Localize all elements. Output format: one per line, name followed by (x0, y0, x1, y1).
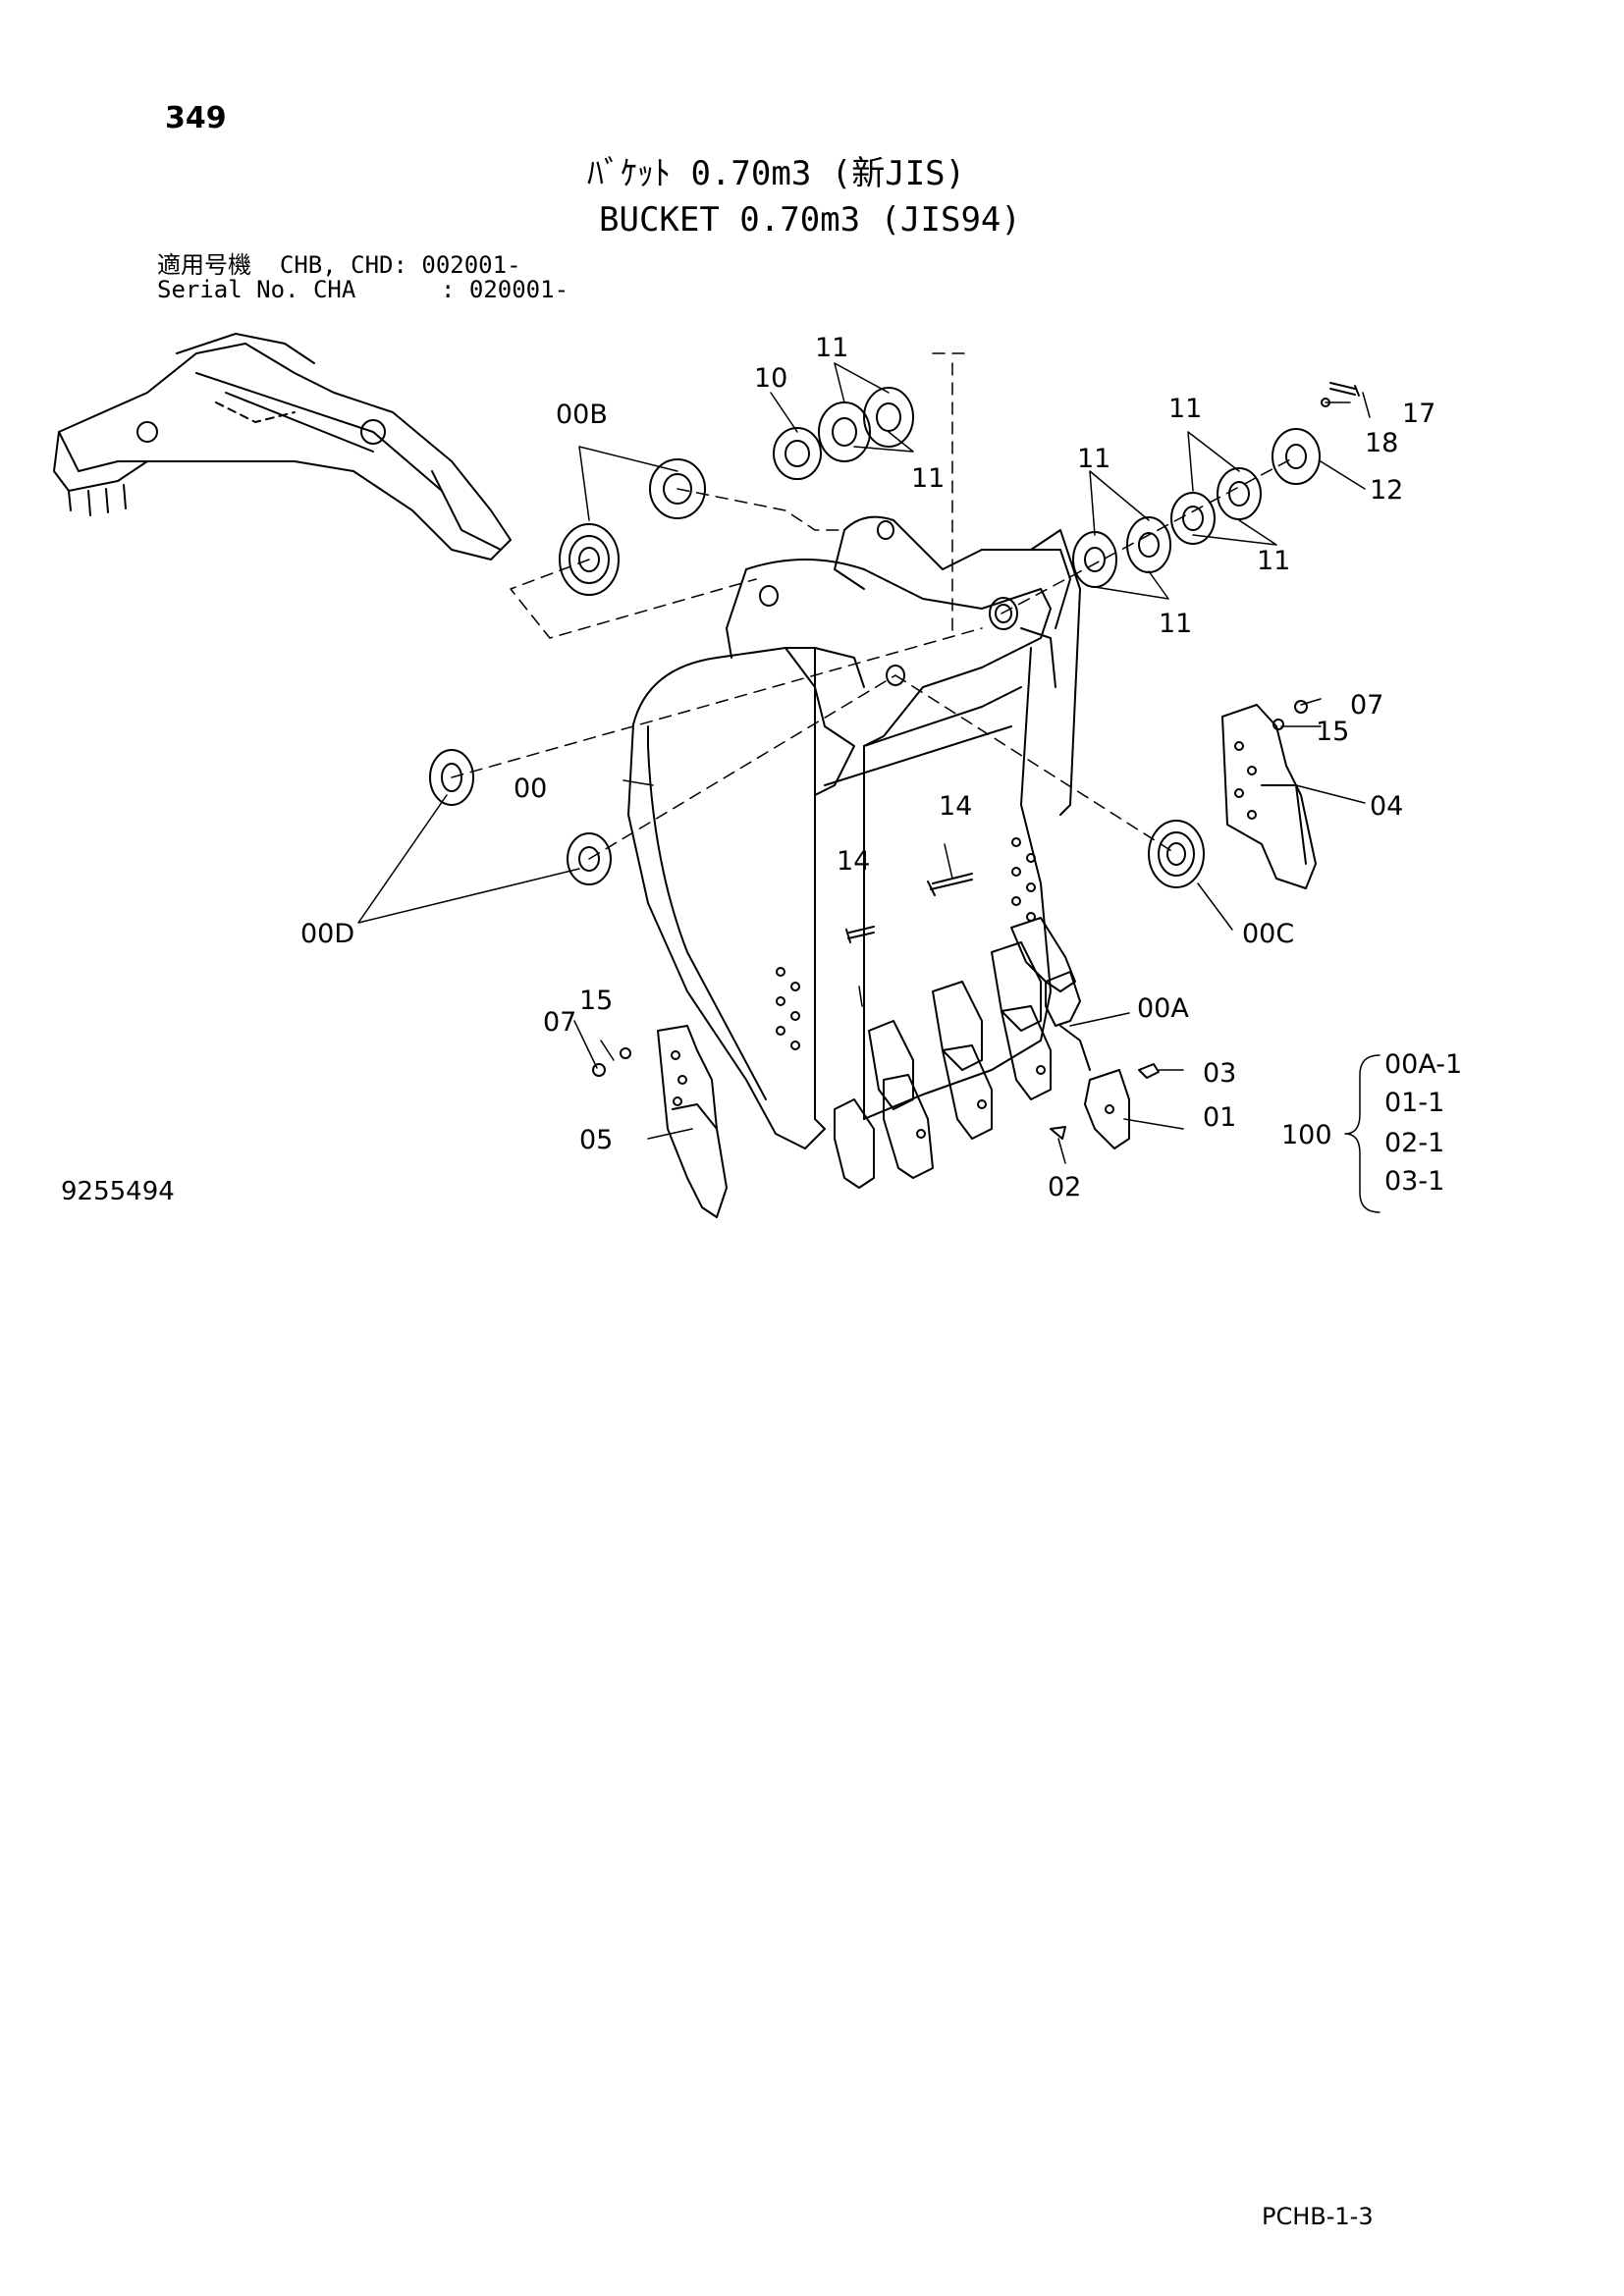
callout-04: 04 (1370, 791, 1403, 822)
callout-15: 15 (1316, 717, 1349, 747)
bucket-teeth (834, 917, 1130, 1189)
callout-11: 11 (1257, 546, 1290, 576)
page-number: 349 (165, 101, 227, 135)
callout-07: 07 (1350, 690, 1383, 721)
callout-18: 18 (1365, 428, 1398, 458)
callout-00D: 00D (300, 919, 354, 949)
callout-02: 02 (1048, 1172, 1081, 1202)
bucket-body (627, 515, 1081, 1149)
kit-item: 02-1 (1384, 1128, 1444, 1158)
drawing-number: 9255494 (61, 1177, 175, 1206)
callout-11: 11 (1077, 444, 1110, 474)
callout-11: 11 (1168, 394, 1202, 424)
callout-00C: 00C (1242, 919, 1294, 949)
callout-14: 14 (939, 791, 972, 822)
callout-07: 07 (543, 1007, 576, 1038)
machine-thumbnail-icon (53, 333, 512, 561)
callout-17: 17 (1402, 399, 1435, 429)
kit-item: 00A-1 (1384, 1049, 1462, 1080)
kit-item: 03-1 (1384, 1166, 1444, 1197)
callout-00: 00 (514, 774, 547, 804)
callout-11: 11 (911, 463, 945, 494)
callout-10: 10 (754, 363, 787, 394)
callout-00A: 00A (1137, 993, 1189, 1024)
applicable-models: 適用号機 CHB, CHD: 002001- (157, 251, 521, 279)
callout-03: 03 (1203, 1058, 1236, 1089)
kit-item: 01-1 (1384, 1088, 1444, 1118)
serial-range: Serial No. CHA : 020001- (157, 276, 569, 303)
callout-01: 01 (1203, 1102, 1236, 1133)
callout-15: 15 (579, 986, 613, 1016)
callout-11: 11 (1159, 609, 1192, 639)
callout-12: 12 (1370, 475, 1403, 506)
callout-14: 14 (837, 846, 870, 877)
title-english: BUCKET 0.70m3 (JIS94) (599, 200, 1021, 240)
callout-11: 11 (815, 333, 848, 363)
title-japanese: ﾊﾞｹｯﾄ 0.70m3 (新JIS) (587, 154, 966, 193)
callout-labels: 00B 10 11 11 11 11 11 11 17 18 12 07 15 … (300, 333, 1462, 1202)
side-cutters (657, 704, 1317, 1218)
callout-05: 05 (579, 1125, 613, 1155)
kit-number: 100 (1281, 1120, 1332, 1150)
bushings-and-shims (429, 387, 1321, 888)
fasteners (592, 382, 1360, 1140)
callout-00B: 00B (556, 400, 608, 430)
page-code: PCHB-1-3 (1262, 2203, 1374, 2230)
